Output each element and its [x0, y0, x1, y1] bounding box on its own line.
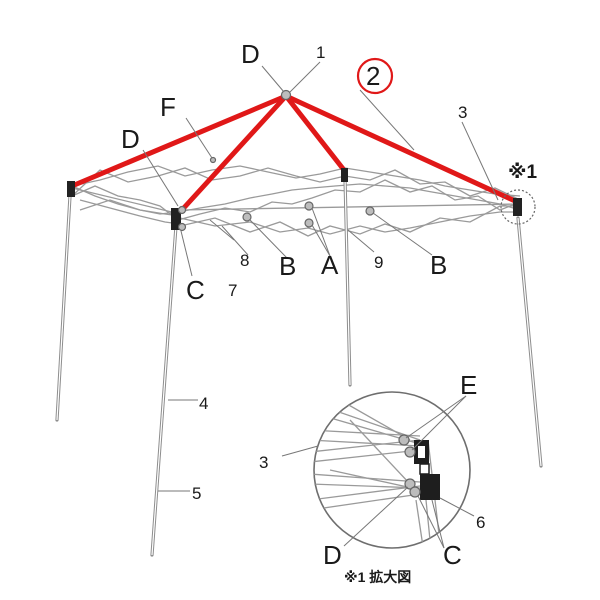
- part-2-highlight-circle: [356, 57, 394, 95]
- label-b-left: B: [279, 251, 296, 281]
- zoom-detail: [281, 391, 475, 549]
- joint-a-top: [304, 201, 314, 211]
- label-b-right: B: [430, 250, 447, 280]
- roof-rod-back: [283, 93, 347, 173]
- joint-b-left: [242, 212, 252, 222]
- corner-bracket-right: [513, 198, 522, 216]
- label-d-left: D: [121, 124, 140, 154]
- canopy-frame: [55, 89, 543, 557]
- detail-callout-circle: [500, 189, 536, 225]
- label-8: 8: [240, 251, 249, 270]
- corner-bracket-back-left: [67, 181, 75, 197]
- highlighted-roof-rods: [69, 93, 518, 214]
- joint-b-right: [365, 206, 375, 216]
- label-detail-mark: ※1: [508, 162, 537, 183]
- zoom-sleeve: [419, 463, 430, 475]
- legs: [55, 176, 543, 557]
- joint-c-front: [177, 222, 187, 232]
- corner-bracket-front: [171, 208, 181, 230]
- label-d-top: D: [241, 39, 260, 69]
- roof-rod-front: [178, 93, 289, 214]
- joint-f: [209, 156, 217, 164]
- joint-top: [280, 89, 292, 101]
- roof-rod-left: [69, 93, 289, 189]
- label-6: 6: [476, 513, 485, 532]
- label-d-zoom: D: [323, 540, 342, 570]
- zoom-joint-c: [409, 486, 421, 498]
- scissor-truss: [71, 165, 521, 237]
- label-3-zoom: 3: [259, 453, 268, 472]
- label-f: F: [160, 92, 176, 122]
- label-c-zoom: C: [443, 540, 462, 570]
- label-9: 9: [374, 253, 383, 272]
- label-a: A: [321, 250, 339, 280]
- label-1: 1: [316, 43, 325, 62]
- label-4: 4: [199, 394, 208, 413]
- joint-d-front: [177, 205, 187, 215]
- labels: D 1 2 3 F D C 8 B A 9 B 7 4 5 ※1 E 3 6 D…: [121, 39, 537, 585]
- label-c-left: C: [186, 275, 205, 305]
- zoom-bracket-lower: [420, 474, 440, 500]
- corner-bracket-back: [341, 168, 348, 182]
- label-2: 2: [366, 61, 380, 91]
- label-7: 7: [228, 281, 237, 300]
- zoom-joint-d: [404, 478, 416, 490]
- zoom-caption: ※1 拡大図: [344, 569, 411, 585]
- label-e: E: [460, 370, 477, 400]
- roof-rod-right: [283, 93, 518, 204]
- leader-lines: [142, 61, 499, 492]
- joint-a-bottom: [304, 218, 314, 228]
- label-5: 5: [192, 484, 201, 503]
- label-3-top: 3: [458, 103, 467, 122]
